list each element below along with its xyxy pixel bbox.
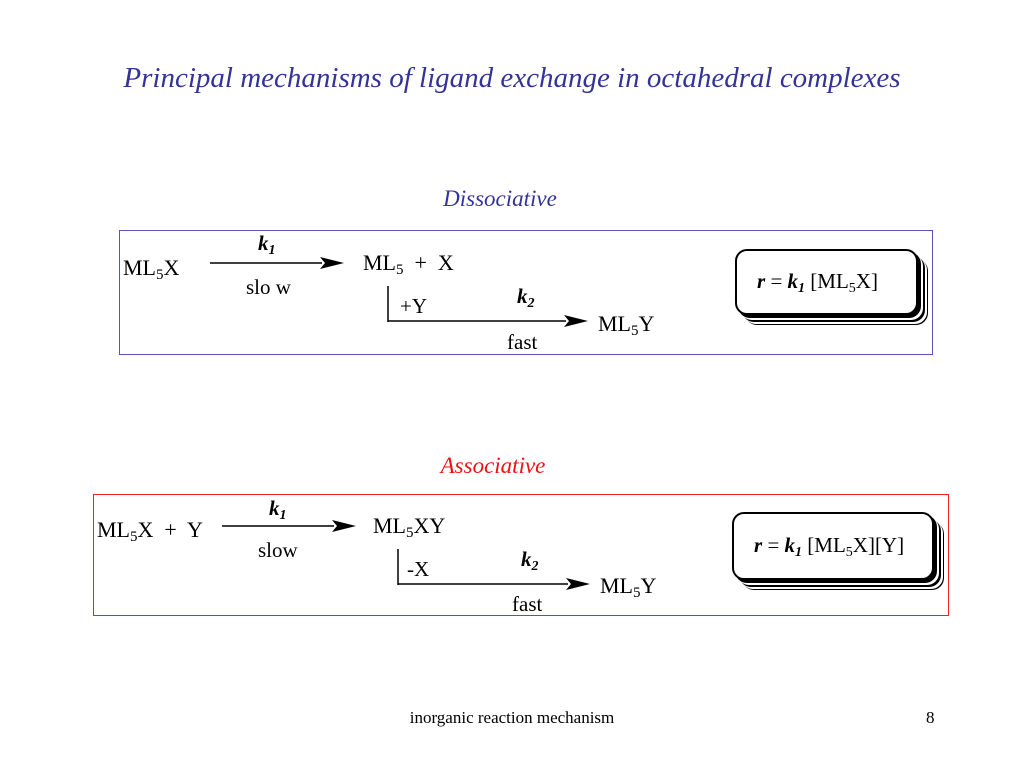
dissociative-step2-label: fast (507, 330, 538, 354)
associative-rate-law-box: r = k1 [ML5X][Y] (732, 512, 934, 580)
dissociative-intermediate: ML5 + X (363, 250, 454, 278)
slide-title: Principal mechanisms of ligand exchange … (123, 62, 901, 94)
dissociative-arrows (210, 257, 588, 327)
dissociative-heading: Dissociative (443, 186, 557, 211)
dissociative-reactant: ML5X (123, 255, 180, 283)
dissociative-side-reagent: +Y (400, 294, 428, 318)
dissociative-rate-law-box: r = k1 [ML5X] (735, 249, 918, 315)
associative-heading: Associative (440, 453, 546, 478)
associative-step1-arrowhead (332, 520, 356, 532)
dissociative-step1-label: slo w (246, 275, 291, 299)
associative-reactants: ML5X + Y (97, 517, 203, 545)
associative-k1-label: k1 (269, 496, 287, 523)
associative-k2-label: k2 (521, 547, 539, 574)
associative-arrows (222, 520, 590, 590)
dissociative-product: ML5Y (598, 311, 655, 339)
associative-rate-law: r = k1 [ML5X][Y] (754, 533, 905, 560)
dissociative-rate-law: r = k1 [ML5X] (757, 269, 878, 296)
associative-step2-label: fast (512, 592, 543, 616)
footer-text: inorganic reaction mechanism (409, 708, 615, 727)
associative-intermediate: ML5XY (373, 513, 446, 541)
associative-product: ML5Y (600, 573, 657, 601)
associative-side-reagent: -X (407, 557, 430, 581)
page-number: 8 (926, 708, 935, 727)
dissociative-step1-arrowhead (320, 257, 344, 269)
associative-step2-arrowhead (566, 578, 590, 590)
associative-step1-label: slow (258, 538, 298, 562)
dissociative-k2-label: k2 (517, 284, 535, 311)
dissociative-k1-label: k1 (258, 231, 276, 258)
dissociative-step2-arrowhead (564, 315, 588, 327)
